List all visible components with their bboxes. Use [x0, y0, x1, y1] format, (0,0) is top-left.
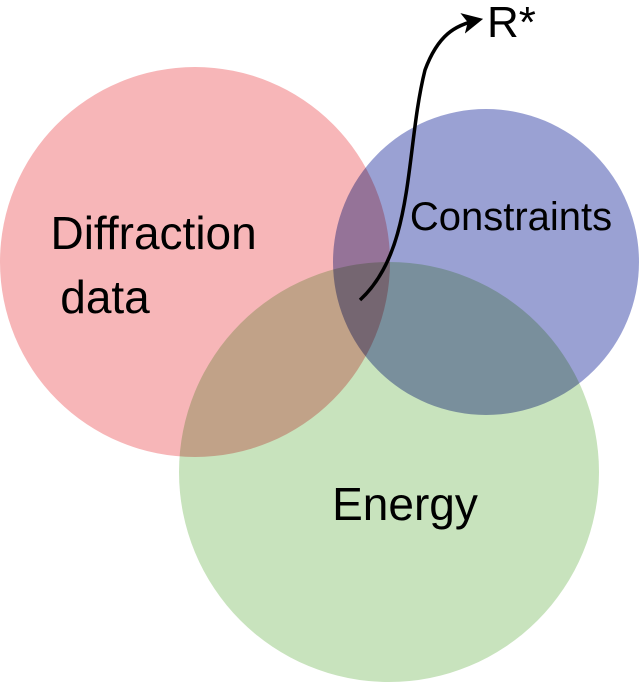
- energy-label: Energy: [332, 478, 478, 530]
- energy-circle: [179, 262, 599, 682]
- diffraction-data-label: Diffraction data: [50, 207, 269, 323]
- constraints-label: Constraints: [410, 195, 612, 239]
- r-star-label: R*: [487, 0, 536, 47]
- r-star-arrow: [358, 13, 484, 302]
